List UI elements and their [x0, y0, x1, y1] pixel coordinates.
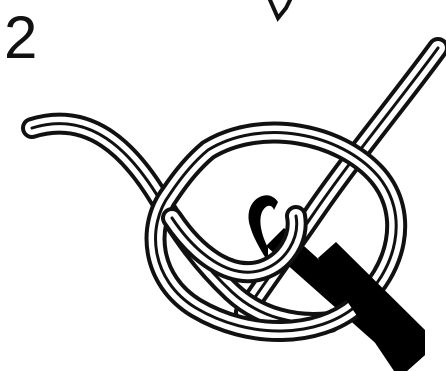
- crochet-hook-shaft-icon: [318, 242, 425, 371]
- top-fragment: [270, 0, 290, 18]
